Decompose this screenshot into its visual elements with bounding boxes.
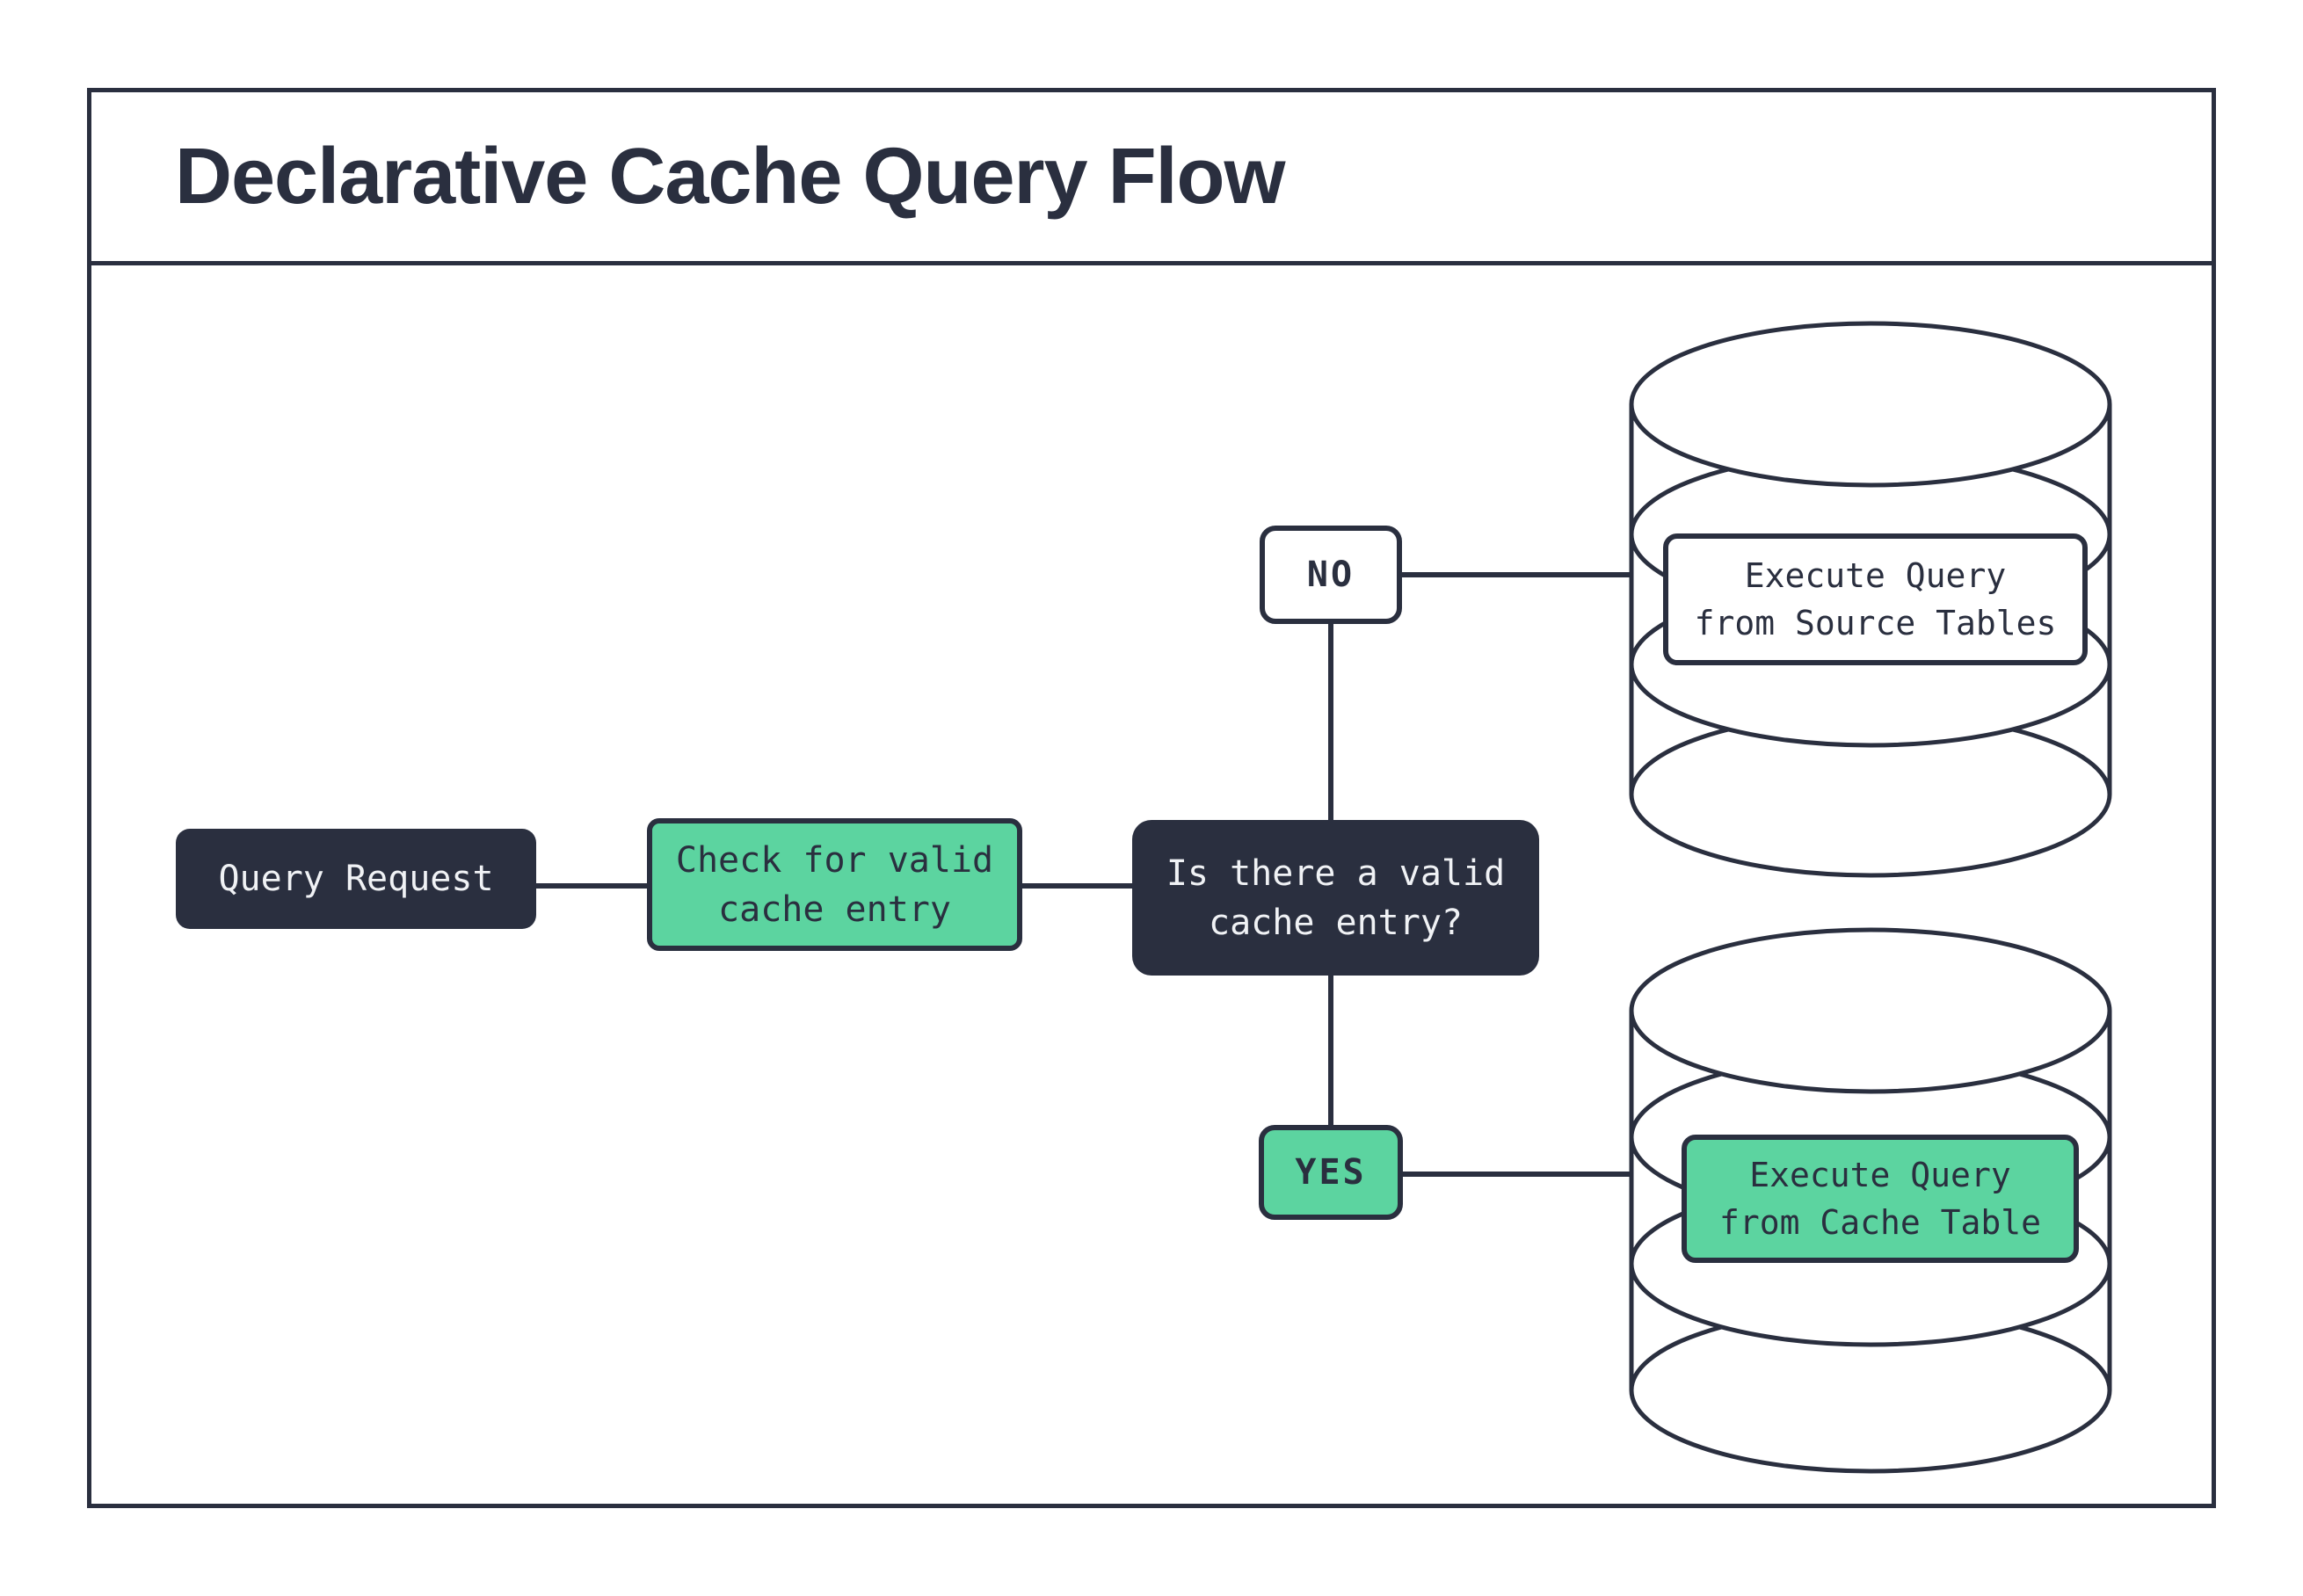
diagram-frame: Declarative Cache Query Flow [87,88,2216,1508]
decision-node: Is there a valid cache entry? [1132,820,1539,976]
branch-yes-node: YES [1259,1125,1403,1220]
source-db-action-node: Execute Query from Source Tables [1663,533,2088,665]
cache-db-action-node: Execute Query from Cache Table [1682,1135,2079,1263]
cache-db-disk-1 [1629,927,2112,1094]
source-db-disk-1 [1629,321,2112,488]
query-request-node: Query Request [176,829,536,929]
diagram-title: Declarative Cache Query Flow [175,132,1286,221]
title-bar: Declarative Cache Query Flow [91,92,2212,265]
check-cache-node: Check for valid cache entry [647,818,1022,951]
branch-no-node: NO [1260,526,1402,624]
